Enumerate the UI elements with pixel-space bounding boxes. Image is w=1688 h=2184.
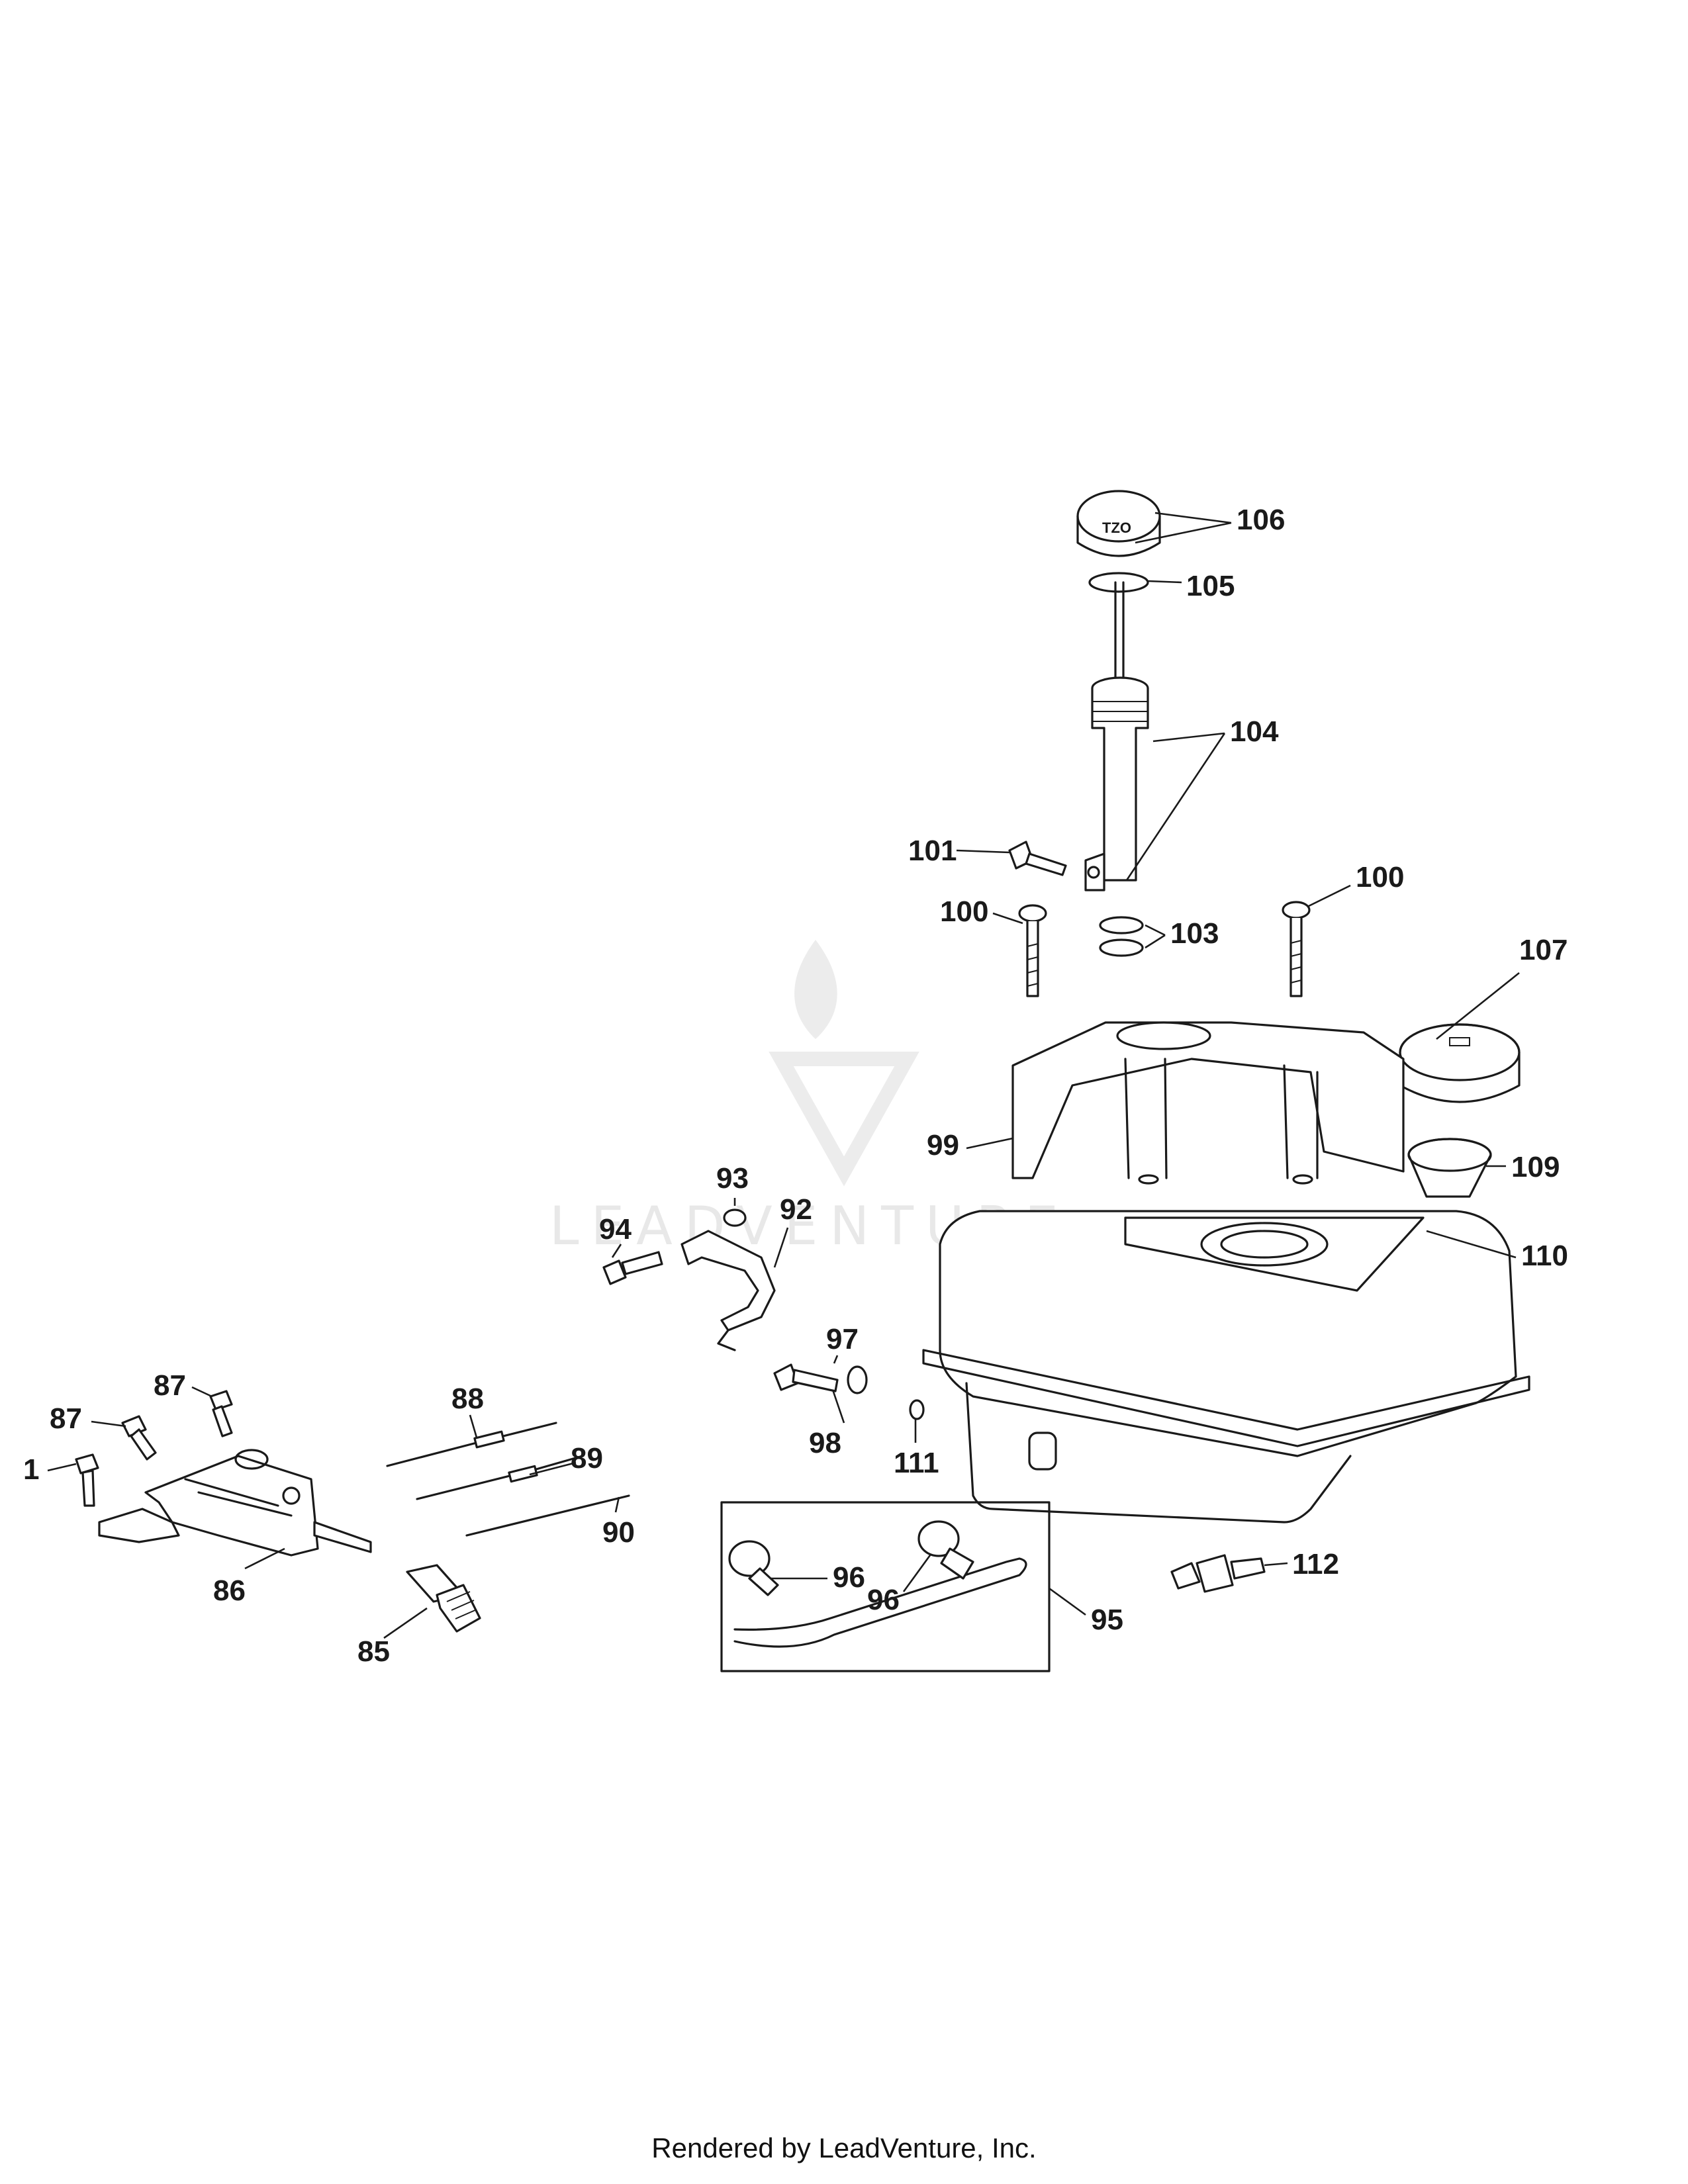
part-88-spring[interactable] (386, 1422, 557, 1467)
part-100-bolt-left[interactable] (1018, 904, 1047, 997)
part-100-bolt-right[interactable] (1282, 901, 1311, 997)
part-109-filter-screen[interactable] (1407, 1138, 1492, 1198)
callout-97: 97 (826, 1323, 859, 1355)
callout-100-right: 100 (1356, 861, 1404, 893)
part-89-spring[interactable] (416, 1455, 584, 1500)
callout-112: 112 (1292, 1548, 1339, 1580)
part-87-bolt-left[interactable] (121, 1415, 157, 1461)
part-94-bolt[interactable] (602, 1251, 663, 1285)
part-103-washers[interactable] (1099, 916, 1144, 957)
dipstick-rod (1114, 581, 1125, 683)
callout-100-left: 100 (940, 895, 988, 928)
footer-credit: Rendered by LeadVenture, Inc. (651, 2132, 1037, 2163)
callout-93: 93 (716, 1162, 749, 1195)
callout-96-left: 96 (833, 1561, 865, 1594)
callout-106: 106 (1237, 504, 1285, 536)
callout-labels: 106 105 104 101 100 100 103 107 99 109 1… (23, 504, 1568, 1668)
part-87-bolt-right[interactable] (209, 1390, 233, 1437)
part-90-wire[interactable] (465, 1494, 630, 1537)
part-99-tank-shroud[interactable] (1011, 1021, 1405, 1185)
part-95-fuel-line-kit[interactable] (720, 1501, 1051, 1672)
callout-90: 90 (602, 1516, 635, 1549)
watermark-flame-icon (794, 940, 837, 1039)
callout-105: 105 (1186, 570, 1235, 602)
leader-lines (47, 512, 1520, 1639)
part-111-clip[interactable] (909, 1399, 925, 1420)
part-105-o-ring[interactable] (1088, 572, 1149, 593)
part-85-control-knob[interactable] (406, 1564, 481, 1633)
callout-111: 111 (894, 1447, 939, 1479)
part-110-fuel-tank[interactable] (922, 1210, 1530, 1524)
callout-94: 94 (599, 1213, 632, 1246)
part-96-clamp-left[interactable] (728, 1540, 779, 1596)
callout-107: 107 (1519, 934, 1568, 966)
part-86-throttle-control-assembly[interactable] (98, 1449, 372, 1557)
callout-86: 86 (213, 1574, 246, 1607)
callout-99: 99 (927, 1129, 959, 1161)
part-106-oil-cap[interactable]: TZO (1076, 490, 1161, 557)
callout-104: 104 (1230, 715, 1279, 748)
callout-101: 101 (908, 835, 957, 867)
part-96-clamp-right[interactable] (917, 1520, 974, 1580)
callout-85: 85 (357, 1635, 390, 1668)
part-1-bolt[interactable] (75, 1453, 99, 1507)
part-112-fuel-valve[interactable] (1170, 1554, 1266, 1593)
part-98-spacer[interactable] (847, 1365, 868, 1394)
cap-marking: TZO (1102, 520, 1131, 536)
callout-103: 103 (1170, 917, 1219, 950)
part-93-nut[interactable] (723, 1208, 747, 1227)
callout-87-left: 87 (50, 1402, 82, 1435)
callout-98: 98 (809, 1427, 841, 1459)
callout-89: 89 (571, 1442, 603, 1475)
part-107-fuel-cap[interactable] (1399, 1023, 1521, 1103)
callout-95: 95 (1091, 1604, 1123, 1636)
callout-96-right: 96 (867, 1584, 900, 1616)
callout-1: 1 (23, 1453, 39, 1486)
callout-87-right: 87 (154, 1369, 186, 1402)
part-101-bolt[interactable] (1008, 841, 1067, 876)
callout-110: 110 (1521, 1240, 1568, 1272)
part-104-filler-tube[interactable] (1084, 676, 1149, 891)
callout-109: 109 (1511, 1151, 1560, 1183)
part-92-control-bracket[interactable] (680, 1230, 776, 1351)
watermark-v-icon (769, 1052, 919, 1187)
callout-92: 92 (780, 1193, 812, 1226)
part-97-bolt[interactable] (773, 1363, 839, 1392)
callout-88: 88 (451, 1383, 484, 1415)
